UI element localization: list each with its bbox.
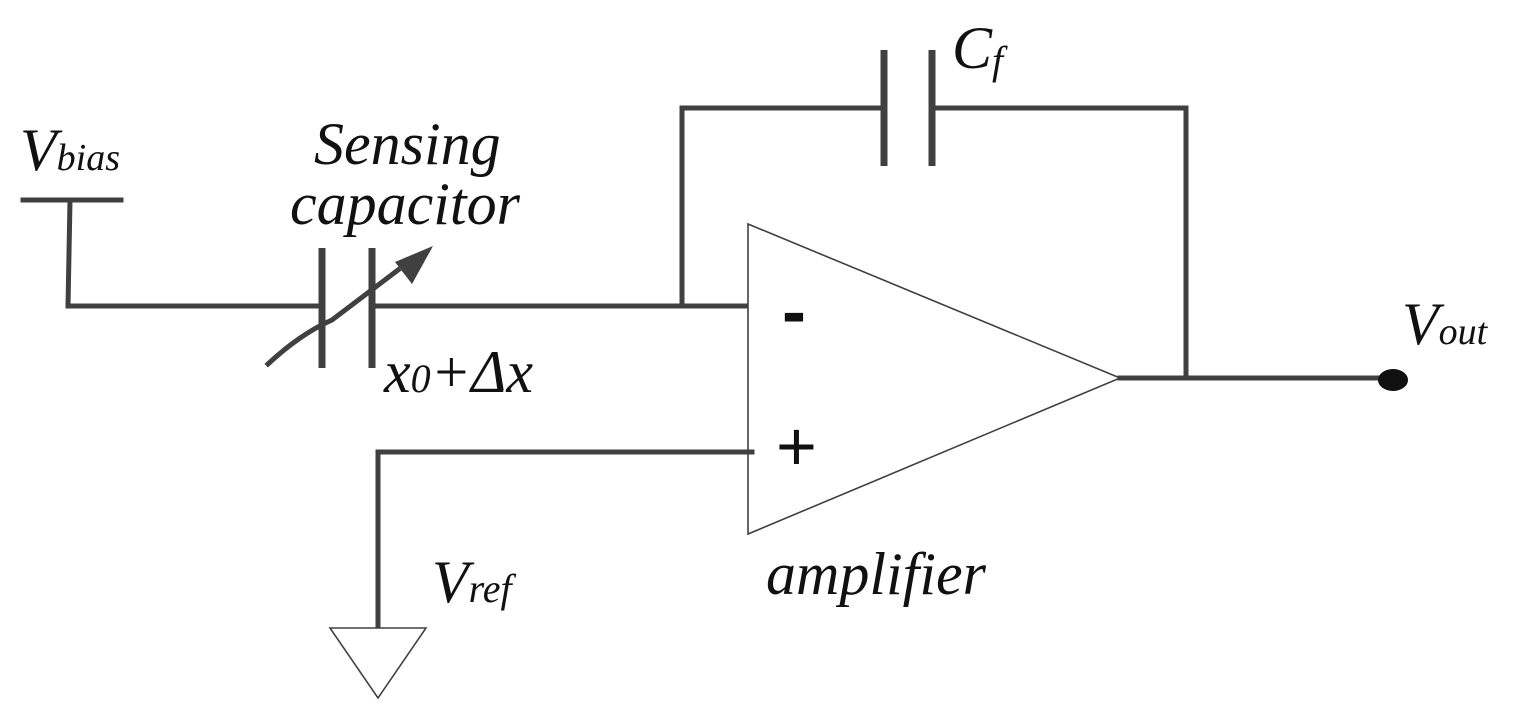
cf-label: Cf: [952, 15, 1008, 83]
variable-arrow-icon: [395, 246, 433, 284]
vbias-label: Vbias: [20, 117, 120, 183]
amplifier-label: amplifier: [766, 541, 987, 607]
gap-label: x0+Δx: [383, 339, 533, 405]
sensing-label-line2: capacitor: [290, 171, 521, 237]
vout-label: Vout: [1402, 291, 1489, 357]
vbias-terminal: [20, 197, 325, 309]
sensing-label-line1: Sensing: [314, 111, 501, 177]
ground-icon: [328, 627, 428, 700]
amplifier-triangle: [747, 222, 1123, 536]
plus-sign: +: [776, 407, 817, 485]
vout-terminal: [1117, 369, 1408, 391]
sensing-capacitor: [264, 246, 433, 368]
minus-sign: -: [782, 272, 806, 352]
feedback-capacitor: [679, 50, 1189, 381]
vref-ground: [328, 449, 755, 700]
vref-label: Vref: [432, 549, 516, 615]
